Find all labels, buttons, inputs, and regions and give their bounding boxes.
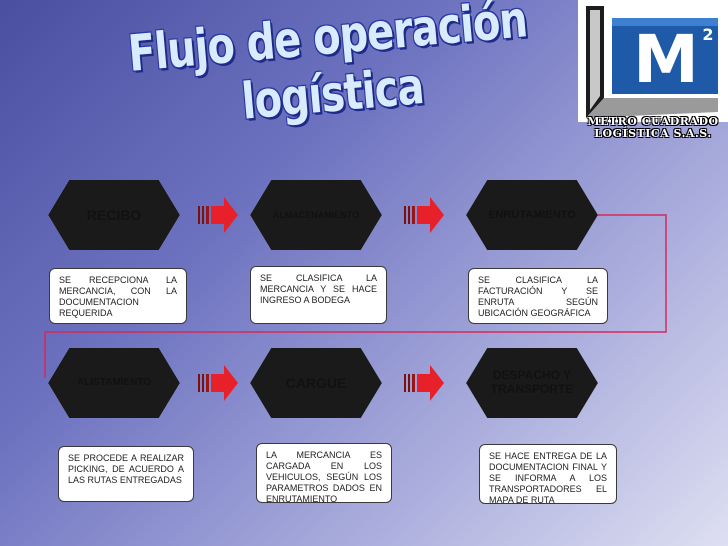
step-despacho-description: SE HACE ENTREGA DE LA DOCUMENTACION FINA…: [479, 444, 617, 504]
logo-mark: M: [633, 21, 699, 98]
step-almacenamiento-label: ALMACENAMIENTO: [272, 209, 360, 220]
m2-logo-icon: M 2: [586, 6, 718, 118]
step-recibo: RECIBO: [48, 180, 180, 250]
step-cargue: CARGUE: [250, 348, 382, 418]
arrow-right-icon: [404, 365, 444, 401]
step-almacenamiento-description: SE CLASIFICA LA MERCANCIA Y SE HACE INGR…: [250, 266, 387, 324]
company-logo: M 2: [578, 0, 728, 122]
step-recibo-description: SE RECEPCIONA LA MERCANCIA, CON LA DOCUM…: [49, 268, 187, 324]
logo-caption-line1: METRO CUADRADO: [587, 115, 719, 128]
logo-superscript: 2: [702, 25, 713, 44]
step-alistamiento-label: ALISTAMIENTO: [76, 377, 152, 389]
step-enrutamiento-label: ENRUTAMIENTO: [488, 208, 576, 221]
step-almacenamiento: ALMACENAMIENTO: [250, 180, 382, 250]
step-enrutamiento-description: SE CLASIFICA LA FACTURACIÓN Y SE ENRUTA …: [468, 268, 608, 324]
logo-caption: METRO CUADRADO LOGÍSTICA S.A.S.: [578, 116, 728, 140]
logo-caption-line2: LOGÍSTICA S.A.S.: [594, 127, 712, 140]
step-cargue-description: LA MERCANCIA ES CARGADA EN LOS VEHICULOS…: [256, 443, 392, 503]
arrow-right-icon: [198, 197, 238, 233]
step-despacho-label: DESPACHO Y TRANSPORTE: [490, 368, 574, 396]
step-enrutamiento: ENRUTAMIENTO: [466, 180, 598, 250]
step-cargue-label: CARGUE: [285, 374, 347, 391]
step-alistamiento: ALISTAMIENTO: [48, 348, 180, 418]
arrow-right-icon: [198, 365, 238, 401]
step-alistamiento-description: SE PROCEDE A REALIZAR PICKING, DE ACUERD…: [58, 446, 194, 502]
step-recibo-label: RECIBO: [86, 206, 142, 223]
diagram-title: Flujo de operación logística: [125, 0, 530, 132]
step-despacho: DESPACHO Y TRANSPORTE: [466, 348, 598, 418]
arrow-right-icon: [404, 197, 444, 233]
